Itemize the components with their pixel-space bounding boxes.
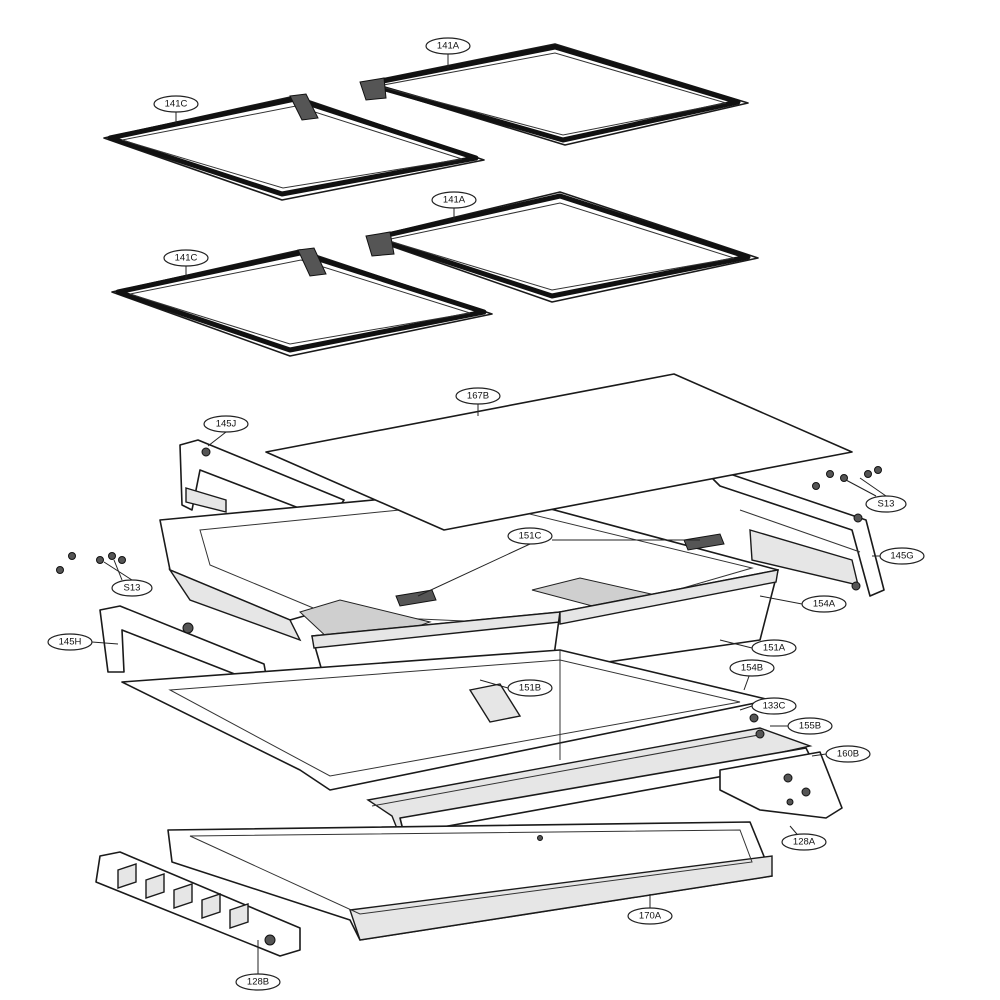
callout-141a-mid: 141A	[431, 191, 477, 209]
screws-right	[812, 466, 882, 490]
callout-145h: 145H	[47, 633, 93, 651]
label-155b: 155B	[799, 721, 821, 732]
callout-133c: 133C	[751, 697, 797, 715]
callout-160b: 160B	[825, 745, 871, 763]
frame-154b	[121, 649, 771, 791]
label-151a: 151A	[763, 643, 786, 654]
label-141c-top: 141C	[165, 99, 188, 110]
label-145h: 145H	[59, 637, 82, 648]
screws-left	[56, 552, 126, 574]
slide-128b	[95, 851, 301, 957]
callout-141c-mid: 141C	[163, 249, 209, 267]
callout-155b: 155B	[787, 717, 833, 735]
label-s13-left: S13	[124, 583, 141, 594]
slide-128a	[719, 751, 843, 819]
label-170a: 170A	[639, 911, 662, 922]
callout-154a: 154A	[801, 595, 847, 613]
label-145j: 145J	[216, 419, 237, 430]
shelf-141a-mid	[365, 191, 759, 303]
callout-151b: 151B	[507, 679, 553, 697]
callout-154b: 154B	[729, 659, 775, 677]
rail-145g	[711, 473, 885, 597]
label-151b: 151B	[519, 683, 541, 694]
label-141a-top: 141A	[437, 41, 460, 52]
label-133c: 133C	[763, 701, 786, 712]
label-141c-mid: 141C	[175, 253, 198, 264]
glass-cover-167b	[265, 373, 853, 531]
callout-167b: 167B	[455, 387, 501, 405]
callout-151a: 151A	[751, 639, 797, 657]
label-154b: 154B	[741, 663, 763, 674]
callout-s13-left: S13	[111, 579, 153, 597]
label-167b: 167B	[467, 391, 489, 402]
shelf-141c-mid	[111, 247, 493, 357]
label-154a: 154A	[813, 599, 836, 610]
label-128a: 128A	[793, 837, 816, 848]
callout-128b: 128B	[235, 973, 281, 991]
shelf-141a-top	[359, 43, 749, 146]
callout-145j: 145J	[203, 415, 249, 433]
callout-141c-top: 141C	[153, 95, 199, 113]
label-160b: 160B	[837, 749, 859, 760]
callout-s13-right: S13	[865, 495, 907, 513]
callout-128a: 128A	[781, 833, 827, 851]
label-141a-mid: 141A	[443, 195, 466, 206]
label-145g: 145G	[890, 551, 913, 562]
callout-145g: 145G	[879, 547, 925, 565]
label-128b: 128B	[247, 977, 269, 988]
rail-145j	[179, 439, 345, 521]
callout-141a-top: 141A	[425, 37, 471, 55]
callout-151c: 151C	[507, 527, 553, 545]
drawer-151a	[551, 569, 779, 671]
label-s13-right: S13	[878, 499, 895, 510]
bottom-drawer-170a	[167, 821, 773, 941]
label-151c: 151C	[519, 531, 542, 542]
leader-lines	[91, 54, 887, 974]
callout-170a: 170A	[627, 907, 673, 925]
shelf-141c-top	[103, 93, 485, 201]
screw-133c-part	[749, 713, 759, 723]
roller-155b-part	[755, 729, 765, 739]
